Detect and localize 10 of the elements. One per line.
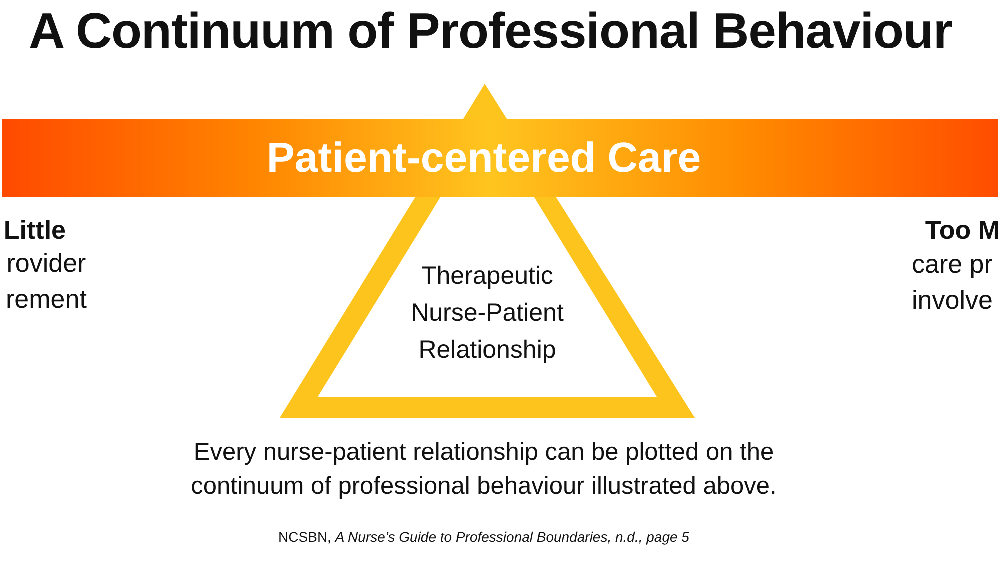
continuum-bar <box>2 119 998 197</box>
triangle-label: Therapeutic Nurse-Patient Relationship <box>410 261 565 366</box>
side-heading: Little <box>4 214 66 246</box>
side-heading: Too M <box>925 214 1000 246</box>
side-text: care pr involve <box>912 248 994 317</box>
diagram-title: A Continuum of Professional Behaviour <box>29 2 952 60</box>
source-citation: NCSBN, A Nurse’s Guide to Professional Boundaries, n.d., page 5 <box>278 528 690 546</box>
caption: Every nurse-patient relationship can be plotted on the continuum of professional behaviour illustrated above. <box>190 438 778 502</box>
side-text: rovider rement <box>6 247 87 316</box>
bar-label: Patient-centered Care <box>266 133 702 183</box>
